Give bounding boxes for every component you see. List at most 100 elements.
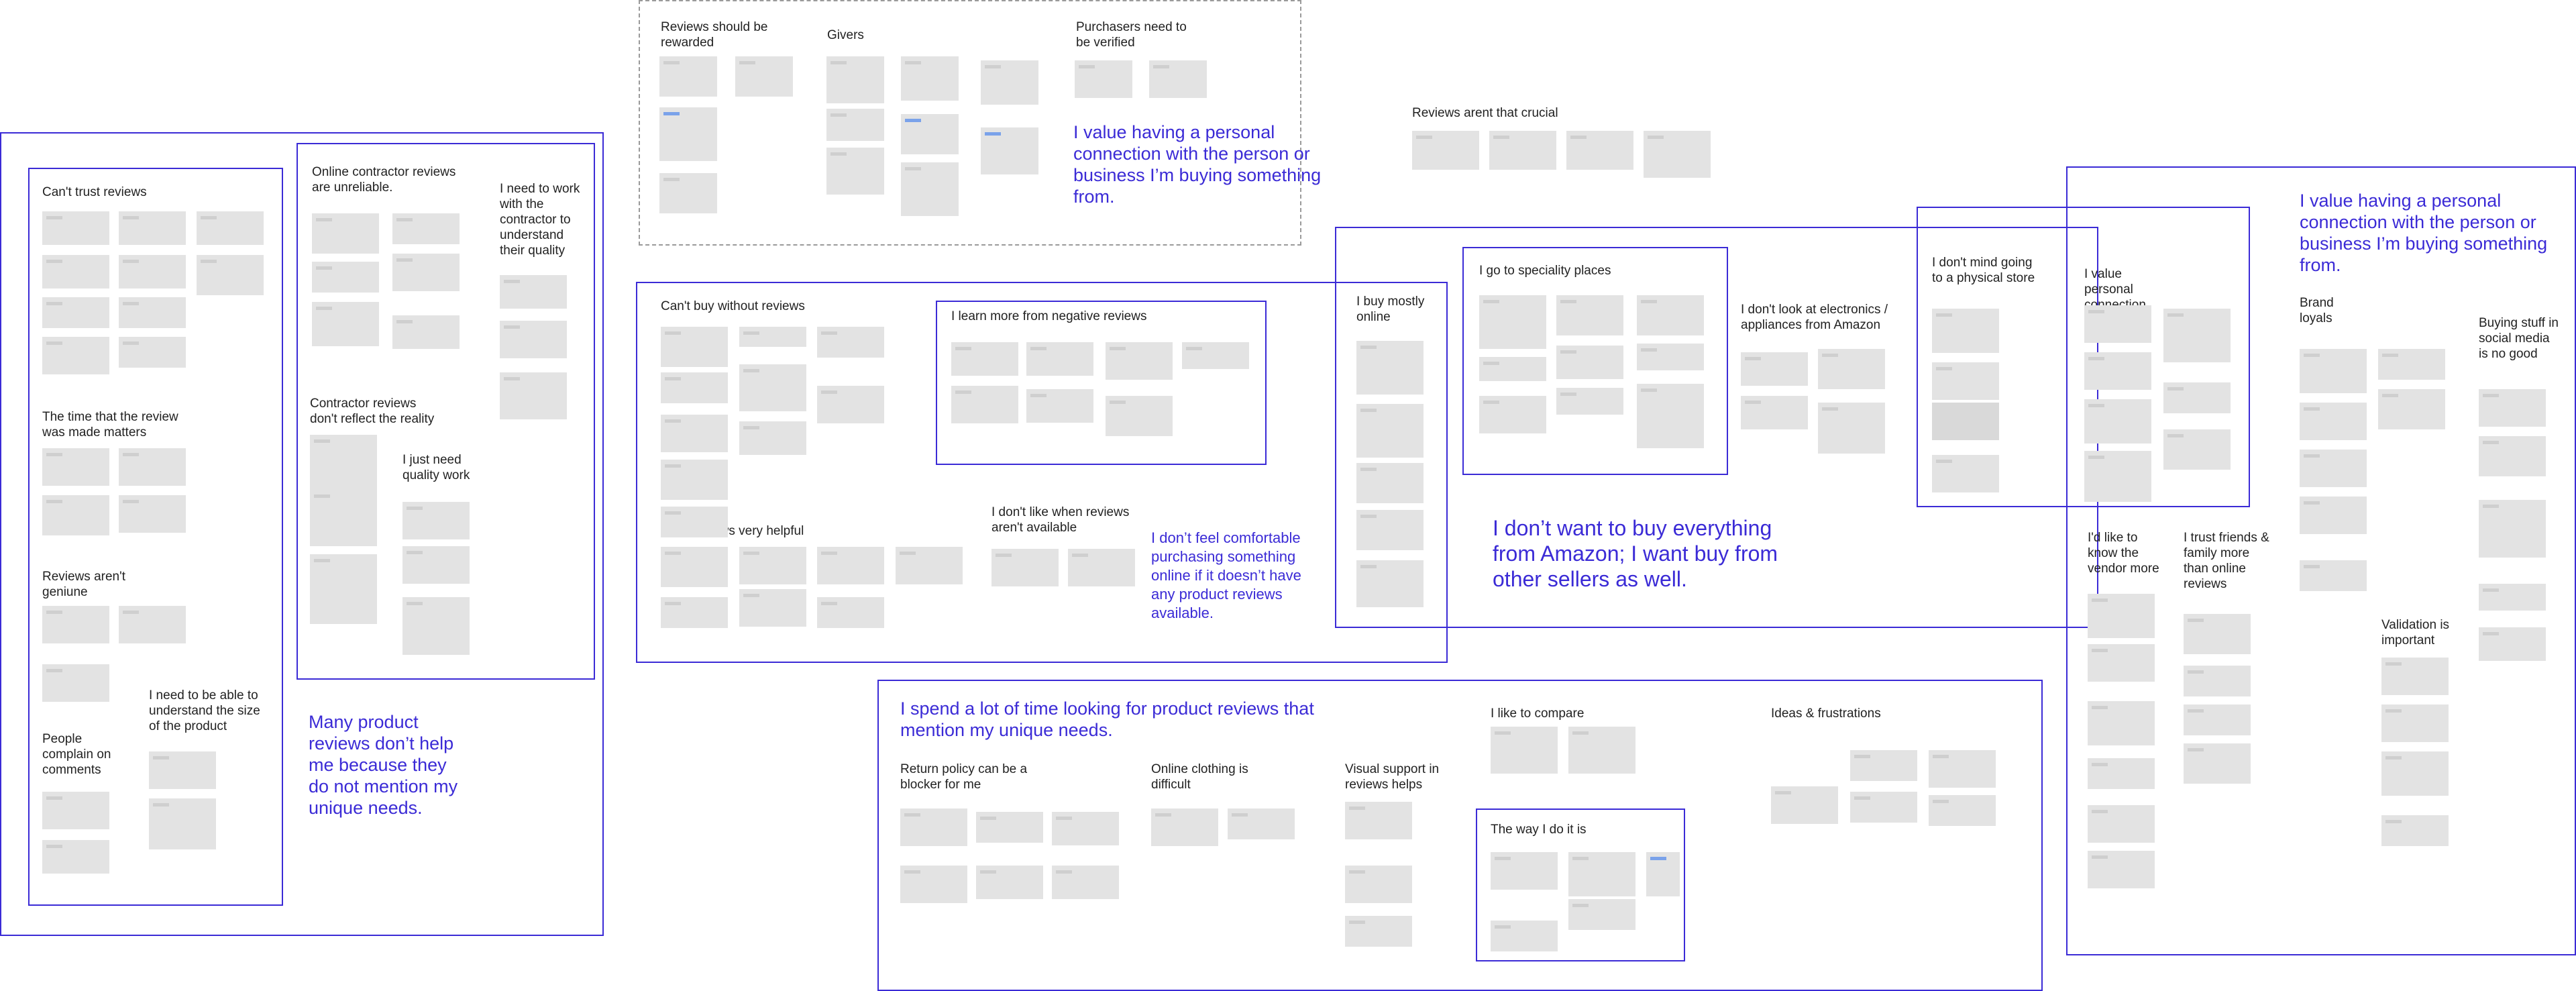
sticky-note xyxy=(402,502,470,539)
sticky-note xyxy=(1568,727,1635,774)
sticky-note xyxy=(1026,342,1093,376)
sticky-note xyxy=(1932,309,1999,353)
sticky-note xyxy=(817,547,884,584)
sticky-note xyxy=(2184,666,2251,696)
sticky-note xyxy=(1741,396,1808,429)
sticky-note xyxy=(2084,305,2151,343)
cluster-need-to-work-with-contractor: I need to work with the contractor to un… xyxy=(500,182,580,258)
sticky-note xyxy=(2381,705,2449,742)
sticky-note xyxy=(1068,549,1135,586)
cluster-contractor-reviews-reality: Contractor reviews don't reflect the rea… xyxy=(310,397,435,426)
sticky-note xyxy=(500,275,567,309)
sticky-note xyxy=(661,597,728,628)
sticky-note xyxy=(1556,346,1623,379)
sticky-note xyxy=(119,255,186,289)
sticky-note xyxy=(1932,403,1999,440)
sticky-note xyxy=(1771,786,1838,824)
sticky-note xyxy=(1932,362,1999,400)
sticky-note xyxy=(2381,658,2449,695)
cluster-need-size-of-product: I need to be able to understand the size… xyxy=(149,688,260,733)
sticky-note xyxy=(1479,357,1546,381)
sticky-note xyxy=(2378,389,2445,429)
sticky-note xyxy=(817,327,884,358)
quote-spend-time-looking: I spend a lot of time looking for produc… xyxy=(900,698,1314,740)
cluster-brand-loyals: Brand loyals xyxy=(2300,296,2334,325)
sticky-note xyxy=(402,597,470,655)
sticky-note xyxy=(991,549,1059,586)
cluster-physical-store: I don't mind going to a physical store xyxy=(1932,256,2035,285)
sticky-note xyxy=(42,606,109,643)
sticky-note xyxy=(659,56,717,97)
sticky-note xyxy=(42,792,109,829)
sticky-note xyxy=(1412,131,1479,170)
sticky-note xyxy=(2184,705,2251,735)
sticky-note xyxy=(1356,560,1424,607)
sticky-note xyxy=(392,315,460,349)
sticky-note xyxy=(42,337,109,374)
sticky-note xyxy=(817,597,884,628)
sticky-note xyxy=(951,386,1018,423)
cluster-validation-important: Validation is important xyxy=(2381,618,2450,647)
sticky-note xyxy=(1566,131,1633,170)
sticky-note xyxy=(1637,384,1704,448)
sticky-note xyxy=(981,60,1038,105)
sticky-note xyxy=(2479,627,2546,661)
sticky-note xyxy=(2378,349,2445,380)
cluster-people-complain: People complain on comments xyxy=(42,732,111,777)
physical-store-frame xyxy=(1917,207,2250,507)
cluster-trust-friends: I trust friends & family more than onlin… xyxy=(2184,531,2269,591)
contractor-frame xyxy=(297,143,595,680)
speciality-frame xyxy=(1462,247,1728,475)
sticky-note xyxy=(42,448,109,486)
sticky-note xyxy=(1151,809,1218,846)
reviews-important-frame xyxy=(636,282,1448,663)
sticky-note xyxy=(1644,131,1711,178)
cluster-purchasers-verified: Purchasers need to be verified xyxy=(1076,20,1187,50)
sticky-note xyxy=(2300,560,2367,591)
sticky-note xyxy=(2084,451,2151,502)
cluster-reviews-not-genuine: Reviews aren't geniune xyxy=(42,570,126,599)
cluster-time-review-made: The time that the review was made matter… xyxy=(42,410,178,439)
sticky-note xyxy=(2088,594,2155,638)
sticky-note xyxy=(149,798,216,849)
quote-personal-connection-top: I value having a personal connection wit… xyxy=(1073,122,1322,207)
sticky-note xyxy=(1479,295,1546,349)
cluster-dont-like-unavailable: I don't like when reviews aren't availab… xyxy=(991,505,1130,535)
sticky-note xyxy=(197,211,264,245)
sticky-note xyxy=(2088,851,2155,888)
sticky-note xyxy=(659,173,717,213)
personal-connection-frame xyxy=(2066,166,2576,955)
sticky-note xyxy=(1228,809,1295,839)
cluster-online-clothing: Online clothing is difficult xyxy=(1151,762,1248,792)
sticky-note xyxy=(312,302,379,346)
sticky-note xyxy=(1026,389,1093,423)
sticky-note xyxy=(2163,382,2231,413)
sticky-note xyxy=(2381,751,2449,796)
sticky-note xyxy=(42,495,109,535)
sticky-note xyxy=(42,255,109,289)
sticky-note xyxy=(392,254,460,291)
quote-not-comfortable: I don’t feel comfortable purchasing some… xyxy=(1151,529,1301,621)
sticky-note xyxy=(661,372,728,403)
sticky-note xyxy=(310,435,377,499)
sticky-note xyxy=(42,297,109,328)
sticky-note xyxy=(312,262,379,293)
sticky-note xyxy=(951,342,1018,376)
way-i-do-it-frame xyxy=(1476,809,1685,961)
cluster-buy-mostly-online: I buy mostly online xyxy=(1356,295,1425,324)
sticky-note xyxy=(1356,463,1424,503)
sticky-note xyxy=(901,56,959,101)
sticky-note xyxy=(2088,805,2155,843)
sticky-note xyxy=(2300,497,2367,534)
sticky-note xyxy=(1491,727,1558,774)
sticky-note xyxy=(1479,396,1546,433)
sticky-note xyxy=(661,547,728,587)
sticky-note xyxy=(402,546,470,584)
sticky-note xyxy=(826,56,884,103)
sticky-note xyxy=(739,327,806,347)
sticky-note xyxy=(1491,852,1558,890)
sticky-note xyxy=(1929,795,1996,826)
sticky-note xyxy=(661,415,728,452)
sticky-note xyxy=(310,554,377,624)
sticky-note xyxy=(119,211,186,245)
